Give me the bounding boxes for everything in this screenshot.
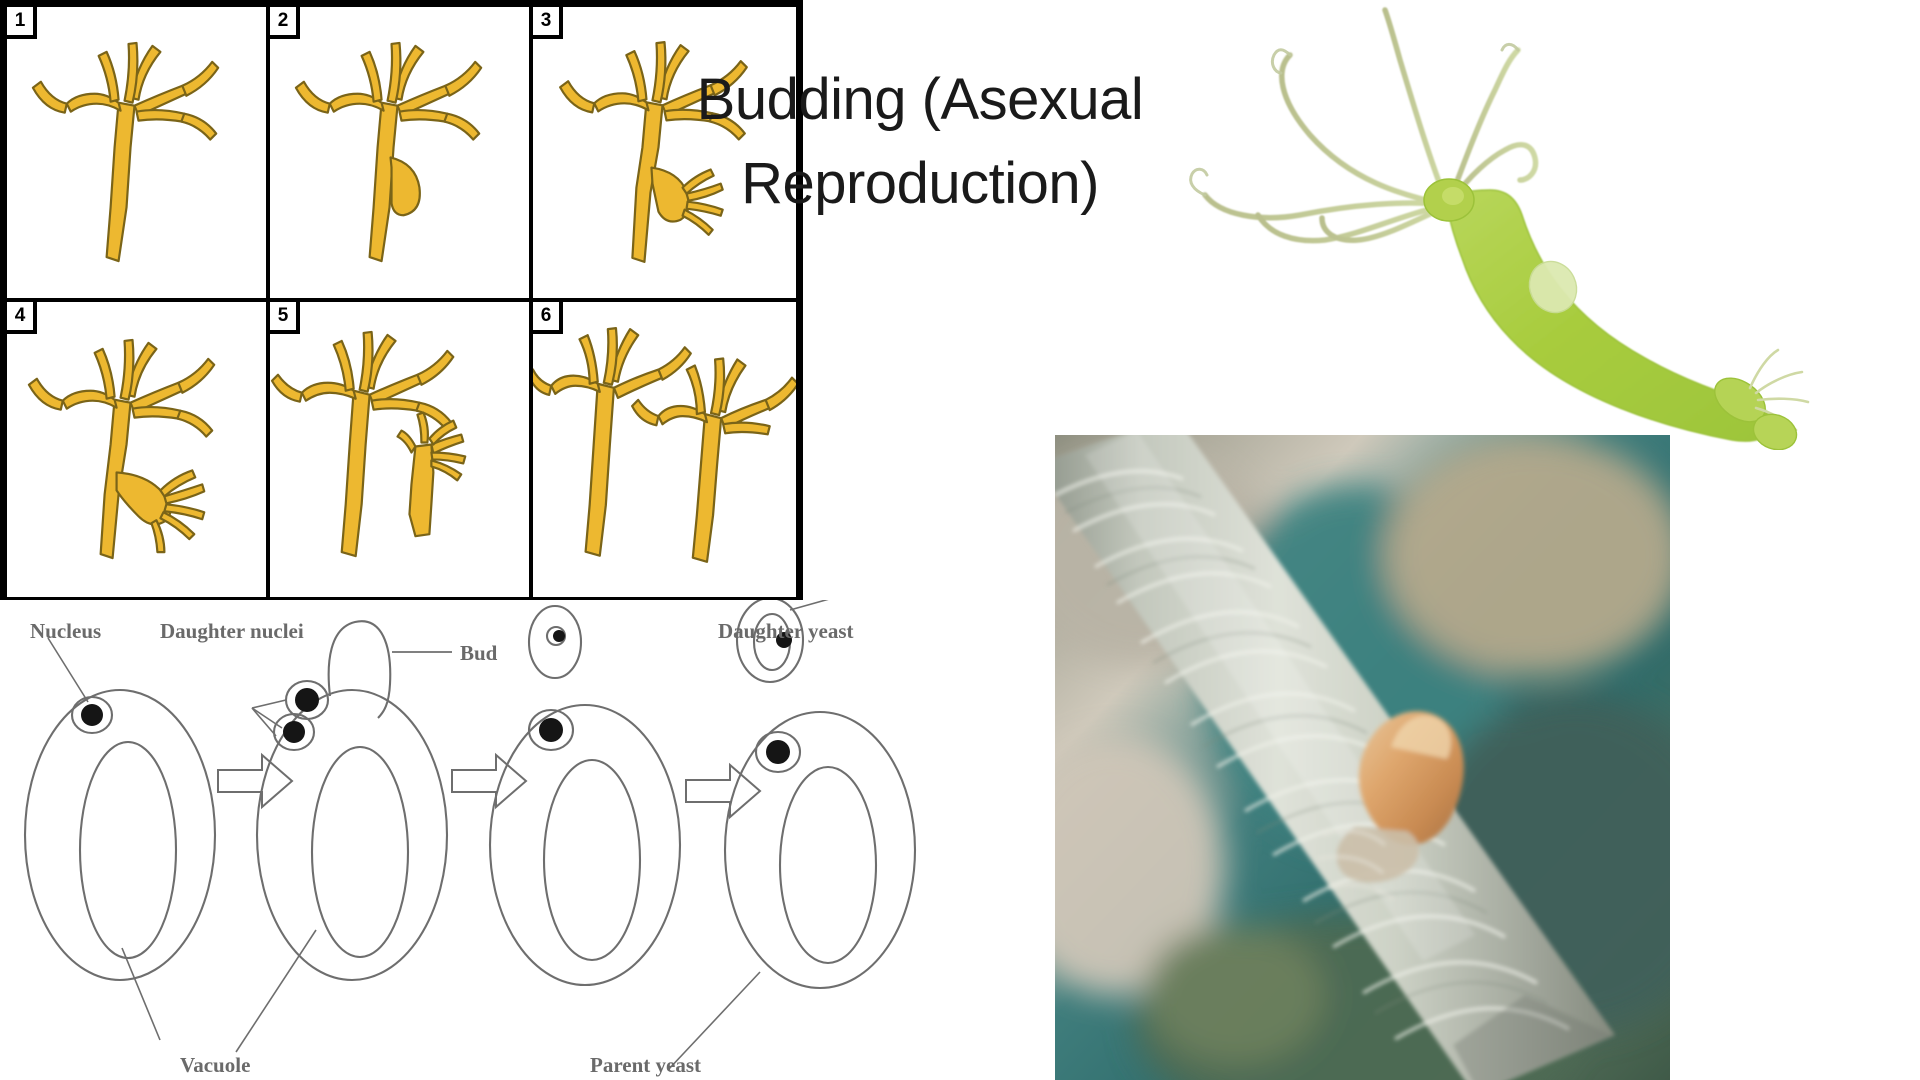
hydra-illustration-4 [27,338,216,560]
hydra-illustration-3 [559,41,748,263]
title-line-2: Reproduction) [741,151,1099,217]
yeast-budding-diagram: Nucleus Daughter nuclei Bud Daughter yea… [0,600,1030,1080]
hydra-panel-4: 4 [7,302,270,597]
yeast-label-bud: Bud [460,641,498,665]
panel-number-3: 3 [533,7,563,39]
hydra-panel-2: 2 [270,7,533,302]
panel-number-4: 4 [7,302,37,334]
graft-photo-illustration [1055,435,1670,1080]
panel-number-2: 2 [270,7,300,39]
title-line-1: Budding (Asexual [696,67,1144,132]
slide-title: Budding (Asexual Reproduction) [660,58,1180,226]
yeast-budding-illustration: Nucleus Daughter nuclei Bud Daughter yea… [23,600,917,1077]
hydra-panel-6: 6 [533,302,796,597]
yeast-label-daughter-yeast: Daughter yeast [718,619,854,643]
yeast-label-daughter-nuclei: Daughter nuclei [160,619,304,643]
hydra-panel-3: 3 [533,7,796,302]
hydra-budding-sequence: 1 2 [0,0,803,604]
green-hydra-illustration [1189,7,1810,450]
yeast-label-nucleus: Nucleus [30,619,101,643]
panel-number-1: 1 [7,7,37,39]
hydra-panel-1: 1 [7,7,270,302]
hydra-illustration-2 [294,41,483,263]
yeast-label-vacuole: Vacuole [180,1053,250,1077]
grafted-stem-photo [1055,435,1670,1080]
hydra-illustration-6 [533,327,796,563]
green-hydra-photo [1150,0,1920,450]
hydra-illustration-1 [31,41,220,263]
panel-number-5: 5 [270,302,300,334]
yeast-label-parent-yeast: Parent yeast [590,1053,701,1077]
hydra-panel-5: 5 [270,302,533,597]
hydra-illustration-5 [270,330,467,558]
panel-number-6: 6 [533,302,563,334]
